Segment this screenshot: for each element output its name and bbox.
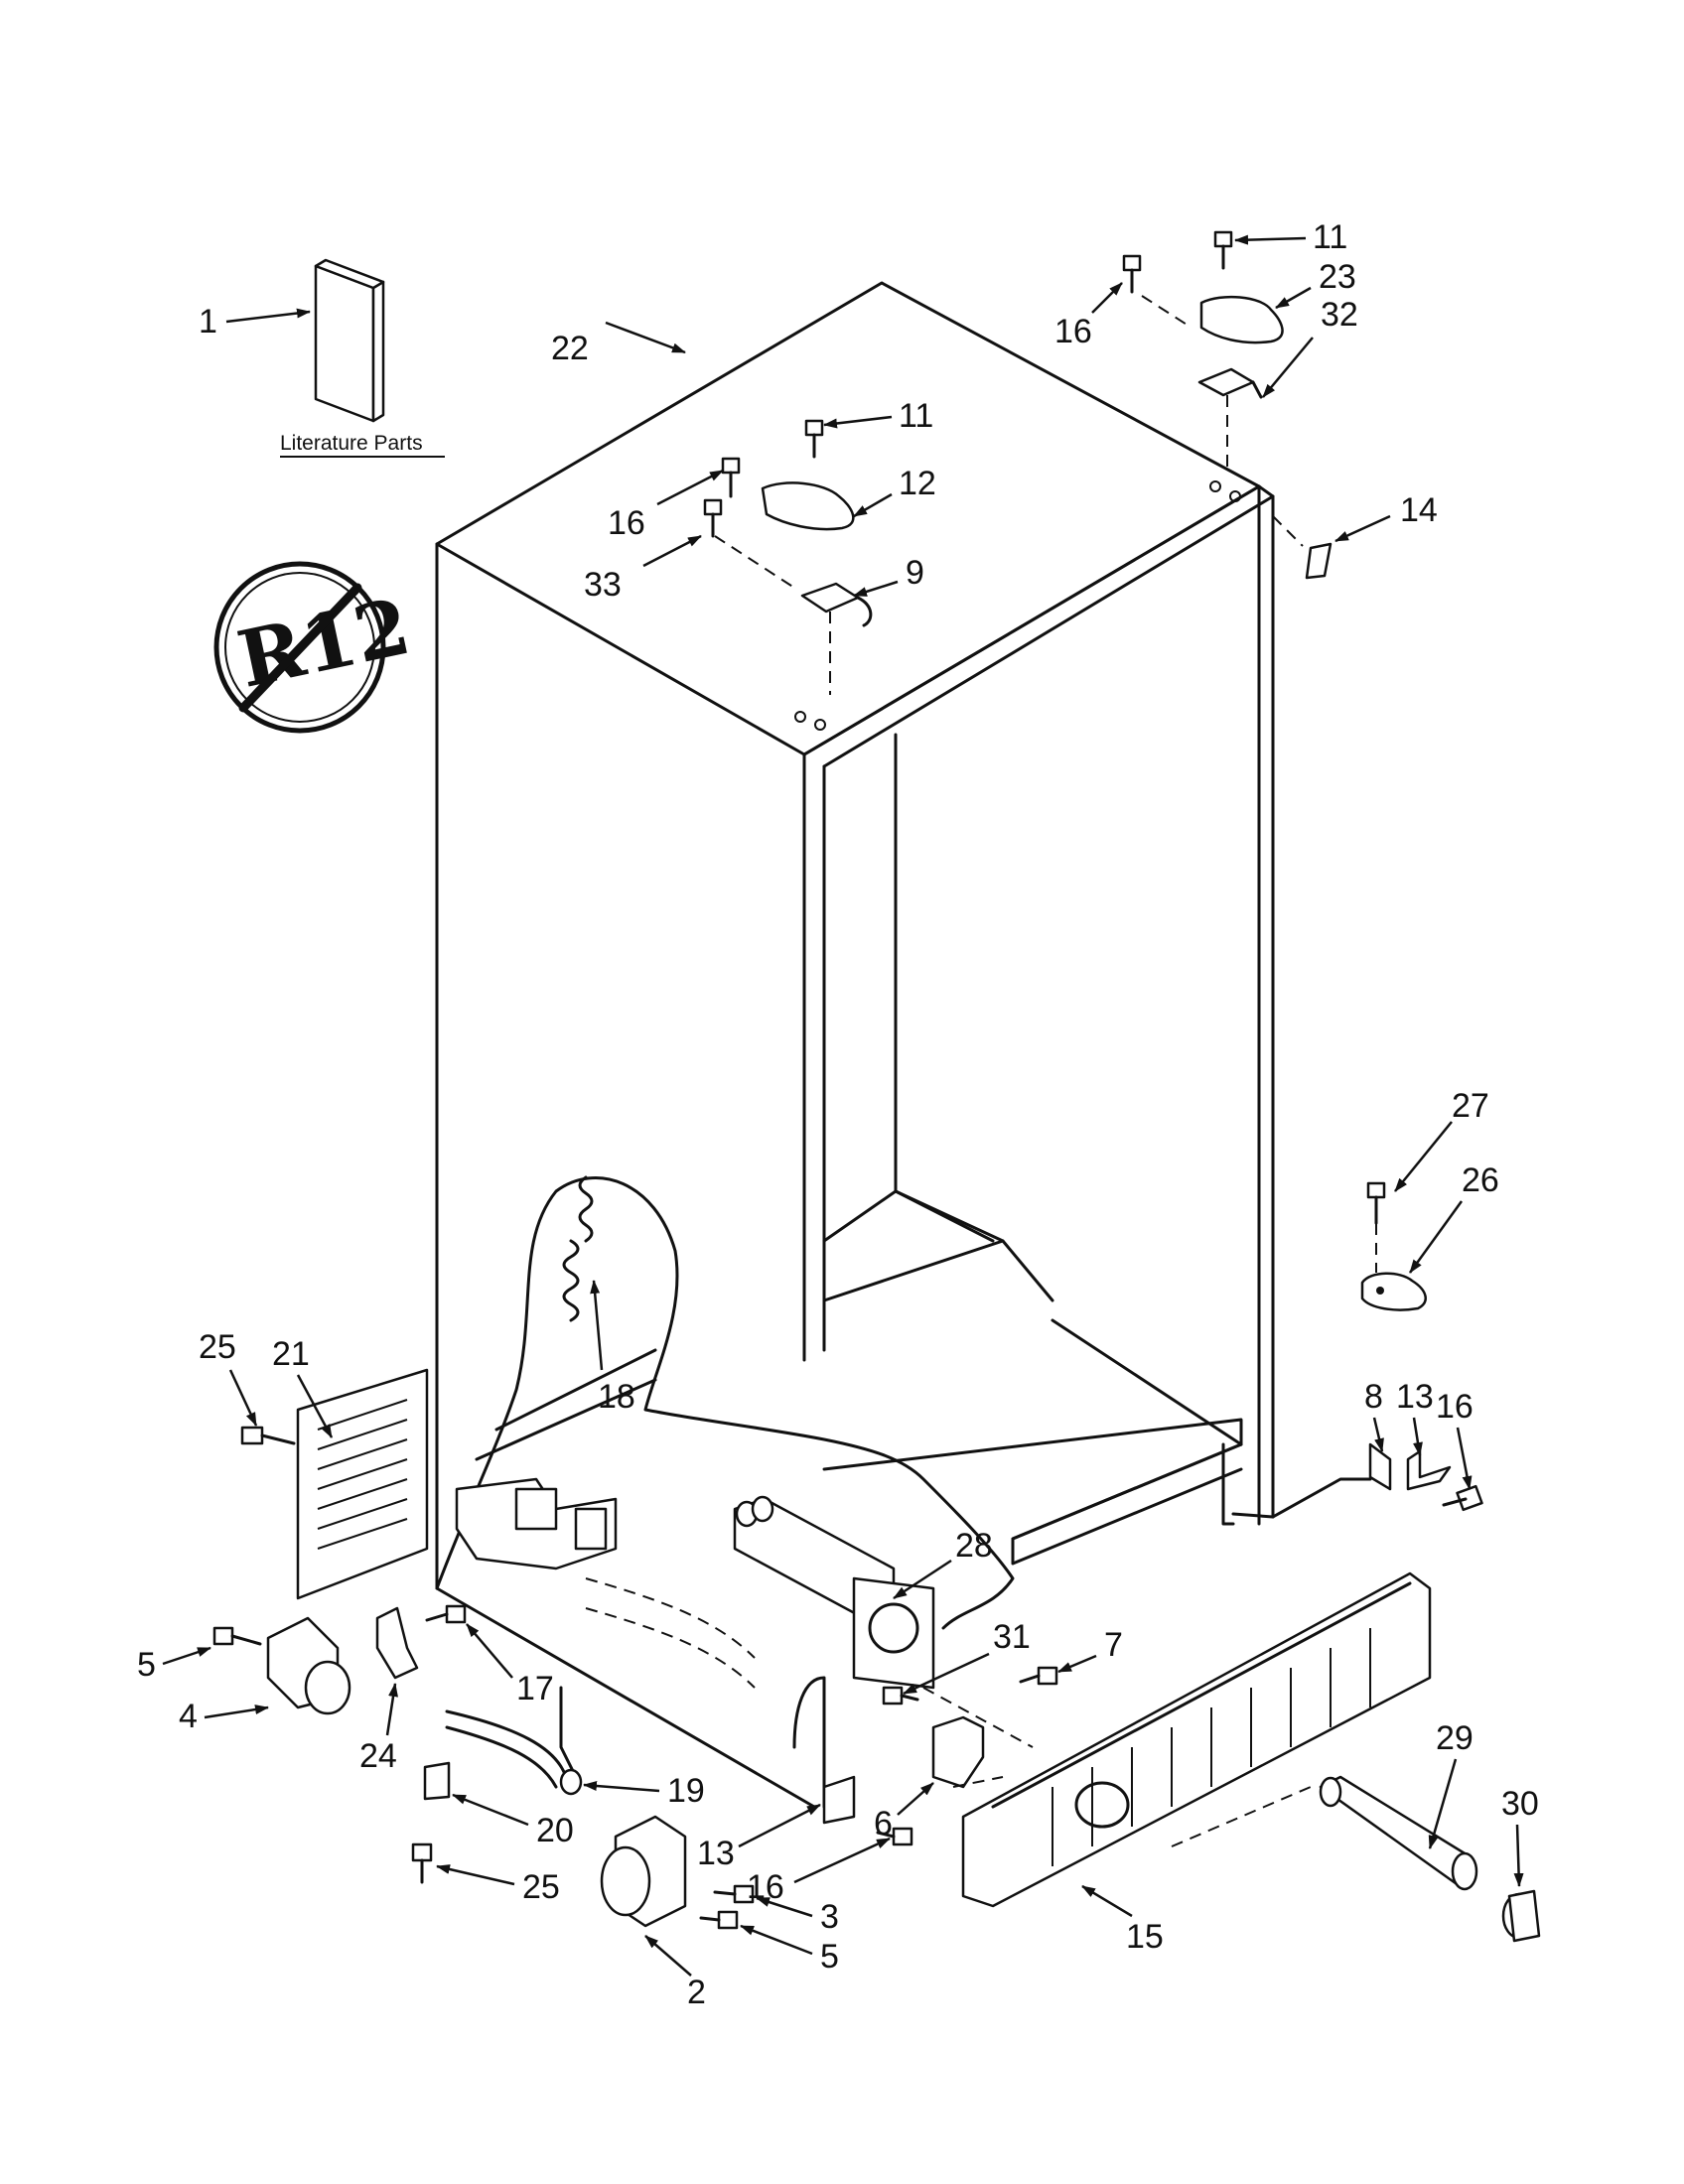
- callout-25-left: 25: [199, 1328, 236, 1366]
- rear-panel-21: [296, 1368, 429, 1600]
- callout-5-left: 5: [137, 1646, 156, 1684]
- upper-hinge-right: [1122, 230, 1284, 467]
- screw-16-center: [721, 457, 741, 498]
- screw-31: [882, 1686, 919, 1706]
- callout-3: 3: [820, 1898, 839, 1936]
- callout-14: 14: [1400, 491, 1438, 529]
- callout-8: 8: [1364, 1378, 1383, 1416]
- callout-32: 32: [1321, 296, 1358, 334]
- callout-13-lower: 13: [697, 1835, 735, 1872]
- callout-16-right: 16: [1436, 1388, 1474, 1426]
- screw-11-center: [804, 419, 824, 459]
- callouts: 1 22 11 11 23 16 32 16 12 33 9 14 27 26 …: [137, 218, 1539, 2011]
- bracket-6: [931, 1715, 985, 1789]
- clamp-20: [423, 1761, 451, 1801]
- callout-9: 9: [906, 554, 924, 592]
- screw-17: [425, 1604, 467, 1624]
- duct-28: [733, 1495, 935, 1690]
- callout-11-center: 11: [899, 397, 933, 435]
- controls-assembly: [455, 1477, 618, 1570]
- screw-33-center: [703, 498, 723, 538]
- refrigerator-cabinet: [435, 281, 1275, 1809]
- callout-33: 33: [584, 566, 622, 604]
- callout-30: 30: [1501, 1785, 1539, 1823]
- callout-4: 4: [179, 1698, 198, 1735]
- toe-grille-15: [961, 1571, 1432, 1908]
- callout-20: 20: [536, 1812, 574, 1849]
- callout-28: 28: [955, 1527, 993, 1565]
- spring-18: [562, 1175, 594, 1322]
- callout-13-right: 13: [1396, 1378, 1434, 1416]
- no-r12-symbol: R12: [213, 561, 418, 734]
- callout-22: 22: [551, 330, 589, 367]
- callout-27: 27: [1452, 1087, 1489, 1125]
- callout-5-front: 5: [820, 1938, 839, 1976]
- bracket-26: [1360, 1272, 1427, 1311]
- callout-2: 2: [687, 1974, 706, 2011]
- callout-31: 31: [993, 1618, 1031, 1656]
- cutaway-view: [435, 1176, 1015, 1809]
- callout-23: 23: [1319, 258, 1356, 296]
- literature-booklet: [314, 258, 385, 423]
- callout-11-top: 11: [1313, 218, 1347, 256]
- callout-29: 29: [1436, 1719, 1474, 1757]
- screw-5-left: [212, 1626, 262, 1646]
- roller-2-front: [600, 1815, 687, 1928]
- screw-16-top: [1122, 254, 1142, 294]
- callout-25-bottom: 25: [522, 1868, 560, 1906]
- callout-15: 15: [1126, 1918, 1164, 1956]
- callout-21: 21: [272, 1335, 310, 1373]
- screw-5-front: [699, 1910, 739, 1930]
- upper-hinge-center: [703, 419, 873, 695]
- water-filter-29: [1319, 1775, 1478, 1891]
- filter-cap-30: [1501, 1889, 1541, 1943]
- bracket-24: [375, 1606, 419, 1680]
- callout-16-top: 16: [1054, 313, 1092, 350]
- callout-26: 26: [1462, 1161, 1499, 1199]
- screw-16-lower: [876, 1827, 913, 1846]
- callout-17: 17: [516, 1670, 554, 1707]
- bracket-13-lower: [822, 1775, 856, 1825]
- callout-12: 12: [899, 465, 936, 502]
- literature-parts-caption: Literature Parts: [280, 432, 423, 455]
- callout-19: 19: [667, 1772, 705, 1810]
- part-14: [1272, 515, 1333, 580]
- callout-16-center: 16: [608, 504, 645, 542]
- screw-7: [1019, 1666, 1058, 1686]
- screw-25-bottom: [411, 1843, 433, 1884]
- callout-6: 6: [874, 1805, 893, 1843]
- callout-1: 1: [199, 303, 217, 341]
- callout-18: 18: [598, 1378, 635, 1416]
- screw-25-left: [240, 1426, 296, 1445]
- callout-24: 24: [359, 1737, 397, 1775]
- callout-7: 7: [1104, 1626, 1123, 1664]
- screw-27: [1366, 1181, 1386, 1273]
- screw-11-top: [1213, 230, 1233, 270]
- tube-19: [445, 1686, 583, 1796]
- screw-3: [713, 1884, 755, 1904]
- roller-4-left: [266, 1616, 351, 1715]
- right-brackets: [1271, 1442, 1483, 1519]
